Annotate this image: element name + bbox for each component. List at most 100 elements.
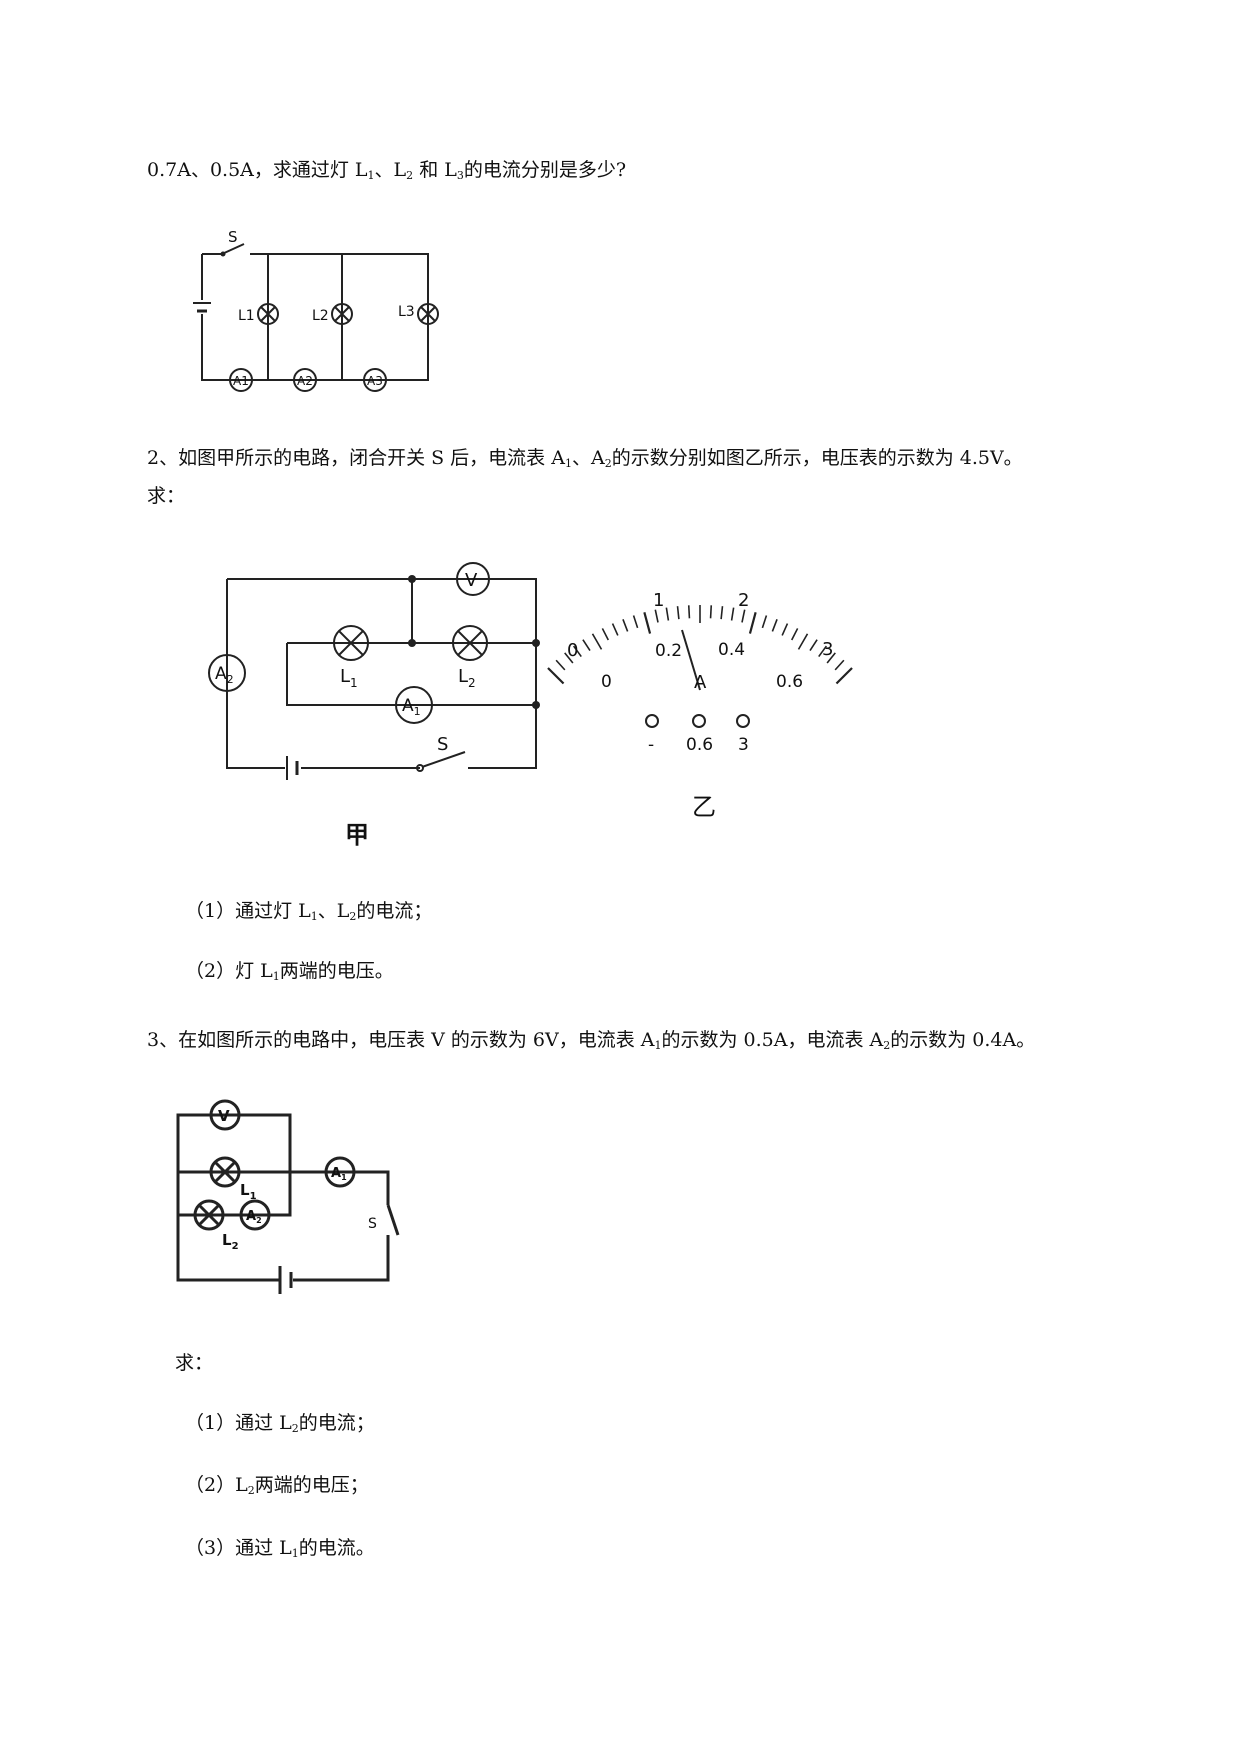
inner-scale-label: 0 <box>601 672 612 692</box>
switch-label: S <box>368 1216 377 1232</box>
switch-label: S <box>437 734 448 755</box>
terminal-label: 3 <box>738 735 749 755</box>
voltmeter-label: V <box>465 570 478 591</box>
switch-pivot <box>416 764 424 772</box>
text: （2）灯 L <box>185 960 273 982</box>
q3-subquestion-3: （3）通过 L1的电流。 <box>185 1535 375 1567</box>
sub: 3 <box>456 169 464 182</box>
dial-needle <box>681 629 701 691</box>
dial-tick <box>809 639 818 652</box>
lamp-label: L1 <box>340 666 358 690</box>
wire <box>227 578 537 769</box>
inner-scale-label: 0.6 <box>776 672 803 692</box>
sub: 1 <box>310 910 318 923</box>
q1-circuit-figure: S L1 L2 L3 A1 A2 A3 <box>193 228 439 392</box>
dial-tick <box>591 633 603 650</box>
lamp-label: L2 <box>458 666 476 690</box>
q2-line-1: 2、如图甲所示的电路，闭合开关 S 后，电流表 A1、A2的示数分别如图乙所示，… <box>147 445 1023 477</box>
dial-tick <box>818 645 828 658</box>
sep: 、A <box>571 447 605 469</box>
wire <box>290 1170 390 1205</box>
junction <box>408 639 416 647</box>
ammeter-label: A1 <box>402 696 421 718</box>
dial-tick <box>622 618 629 632</box>
lamp-label: L1 <box>238 308 255 324</box>
text: 的电流； <box>356 900 433 922</box>
dial-major-tick <box>748 612 757 634</box>
q1-text: 的电流分别是多少? <box>463 159 627 181</box>
wire <box>293 1235 390 1282</box>
sep: 、L <box>374 159 407 181</box>
voltmeter-label: V <box>218 1107 230 1125</box>
q2-subquestion-1: （1）通过灯 L1、L2的电流； <box>185 898 432 930</box>
voltmeter: V <box>456 562 490 596</box>
ammeter-a2: A2 <box>239 1199 271 1231</box>
terminal <box>645 714 659 728</box>
wire <box>176 1215 279 1282</box>
dial-tick <box>790 628 799 641</box>
dial-tick <box>709 605 713 619</box>
junction <box>532 639 540 647</box>
ammeter-label: A2 <box>297 374 313 388</box>
dial-tick <box>555 659 566 671</box>
text: 两端的电压； <box>254 1474 369 1496</box>
ammeter-a1: A1 <box>324 1156 356 1188</box>
ammeter-a2: A2 <box>208 654 246 692</box>
text: （3）通过 L <box>185 1537 292 1559</box>
dial-tick <box>781 623 789 636</box>
terminal <box>692 714 706 728</box>
lamp-label: L2 <box>222 1231 239 1252</box>
q3-circuit-figure: S V L1 L2 A1 A2 <box>176 1099 400 1294</box>
dial-tick <box>676 606 680 620</box>
q3-subquestion-1: （1）通过 L2的电流； <box>185 1410 375 1442</box>
terminal-label: 0.6 <box>686 735 713 755</box>
lamp-label: L1 <box>240 1181 257 1202</box>
sub: 1 <box>564 457 572 470</box>
lamp-l2 <box>452 625 488 661</box>
switch-label: S <box>228 228 238 246</box>
q3-text: 的示数为 0.5A，电流表 A <box>661 1029 884 1051</box>
ammeter-label: A1 <box>233 374 249 388</box>
outer-scale-label: 0 <box>567 640 578 661</box>
switch-blade <box>386 1204 400 1236</box>
figure-caption-yi: 乙 <box>692 793 716 821</box>
dial-tick <box>582 639 591 652</box>
switch-blade <box>421 751 466 768</box>
switch-blade <box>221 243 245 255</box>
ammeter-label: A3 <box>367 374 383 388</box>
lamp-l1 <box>257 303 279 325</box>
junction <box>408 575 416 583</box>
text: 的电流。 <box>298 1537 375 1559</box>
dial-tick <box>654 609 659 623</box>
wire <box>286 643 536 706</box>
inner-scale-label: 0.2 <box>655 641 682 661</box>
dial-tick <box>665 607 670 621</box>
wire <box>201 253 429 381</box>
dial-major-tick <box>835 667 853 685</box>
ammeter-a1: A1 <box>395 686 433 724</box>
lamp-label: L3 <box>398 304 415 320</box>
dial-major-tick <box>547 667 565 685</box>
q1-text: 0.7A、0.5A，求通过灯 L <box>147 159 368 181</box>
outer-scale-label: 1 <box>653 590 664 611</box>
dial-tick <box>771 618 778 632</box>
dial-tick <box>826 652 836 664</box>
sep: 、L <box>317 900 350 922</box>
q3-ask: 求： <box>175 1352 214 1374</box>
text: （1）通过灯 L <box>185 900 311 922</box>
junction <box>532 701 540 709</box>
lamp-l1 <box>209 1156 241 1188</box>
q3-line-1: 3、在如图所示的电路中，电压表 V 的示数为 6V，电流表 A1的示数为 0.5… <box>147 1027 1035 1059</box>
dial-tick <box>572 645 582 658</box>
ammeter-a3: A3 <box>363 368 387 392</box>
ammeter-label: A2 <box>246 1209 262 1225</box>
switch-pivot <box>220 251 226 257</box>
ammeter-label: A2 <box>215 664 234 686</box>
sub: 2 <box>604 457 612 470</box>
dial-unit: A <box>694 672 707 693</box>
sub: 2 <box>406 169 414 182</box>
sub: 2 <box>247 1484 255 1497</box>
q3-text: 的示数为 0.4A。 <box>890 1029 1036 1051</box>
dial-tick <box>741 609 746 623</box>
dial-major-tick <box>643 612 652 634</box>
